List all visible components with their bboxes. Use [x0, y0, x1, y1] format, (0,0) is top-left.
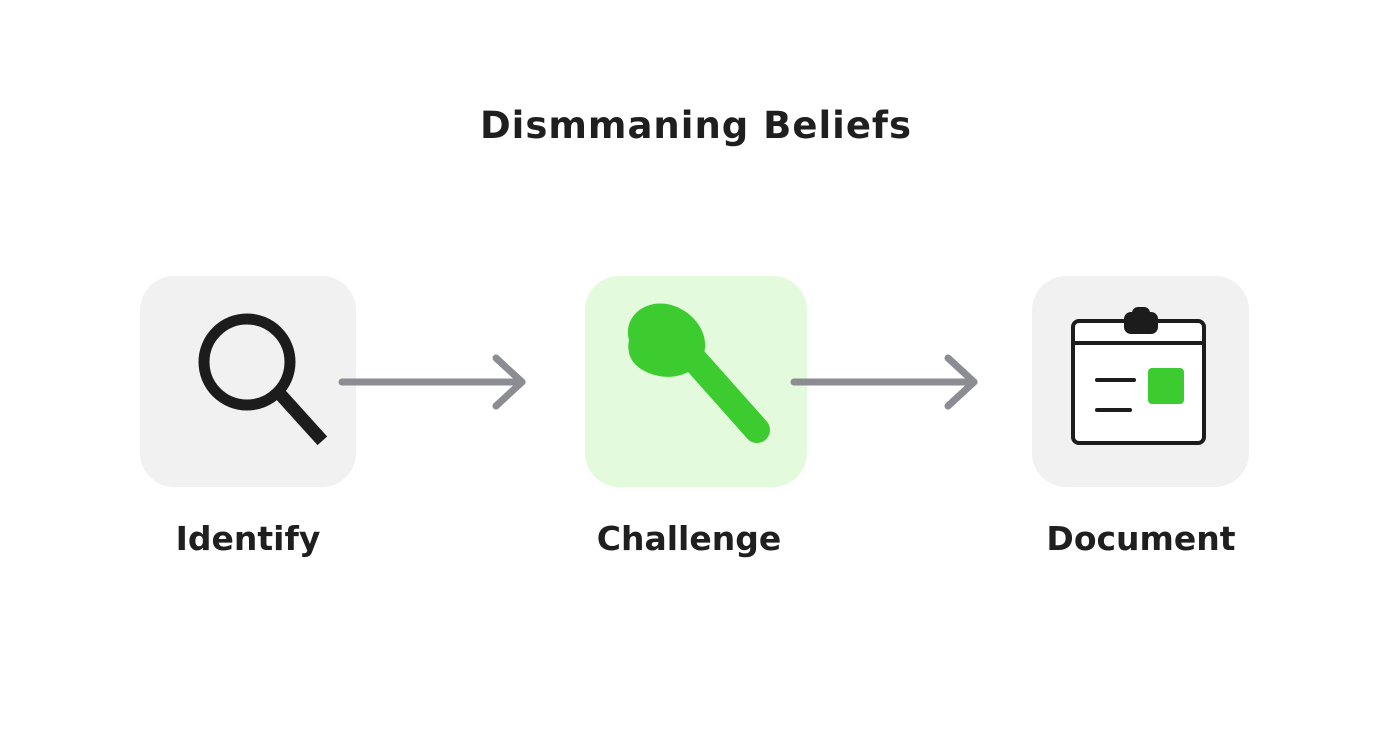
step-label-challenge: Challenge — [596, 519, 782, 558]
step-label-document: Document — [1046, 519, 1236, 558]
step-identify-tile — [140, 276, 356, 487]
clipboard-document-icon — [1071, 307, 1206, 445]
step-document-tile — [1032, 276, 1249, 487]
step-challenge-tile — [585, 276, 807, 487]
diagram-title: Dismmaning Beliefs — [479, 104, 913, 147]
arrow-right-icon — [338, 354, 526, 410]
step-label-identify: Identify — [175, 519, 321, 558]
arrow-right-icon — [790, 354, 978, 410]
magnifying-glass-icon — [198, 313, 328, 446]
green-tool-icon — [627, 303, 770, 443]
